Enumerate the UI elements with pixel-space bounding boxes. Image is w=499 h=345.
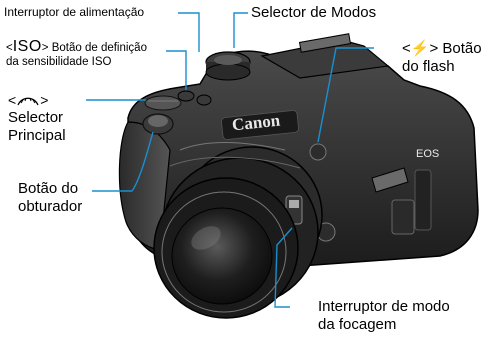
model-badge: EOS (416, 148, 440, 160)
label-iso-button: <ISO> Botão de definição da sensibilidad… (6, 38, 147, 69)
label-main-dial: <> Selector Principal (8, 92, 66, 144)
label-shutter-button: Botão do obturador (18, 180, 83, 215)
main-dial-icon (17, 97, 39, 106)
flash-button-shape (309, 143, 327, 161)
label-power-switch: Interruptor de alimentação (4, 5, 145, 19)
iso-symbol: ISO (12, 38, 42, 55)
main-dial-shape (144, 95, 182, 111)
label-flash-button: <⚡> Botão do flash (402, 40, 482, 75)
label-focus-switch: Interruptor de modo da focagem (318, 298, 450, 333)
flash-icon: ⚡ (410, 40, 430, 57)
lens-glass (171, 207, 273, 305)
label-mode-dial: Selector de Modos (251, 4, 377, 21)
